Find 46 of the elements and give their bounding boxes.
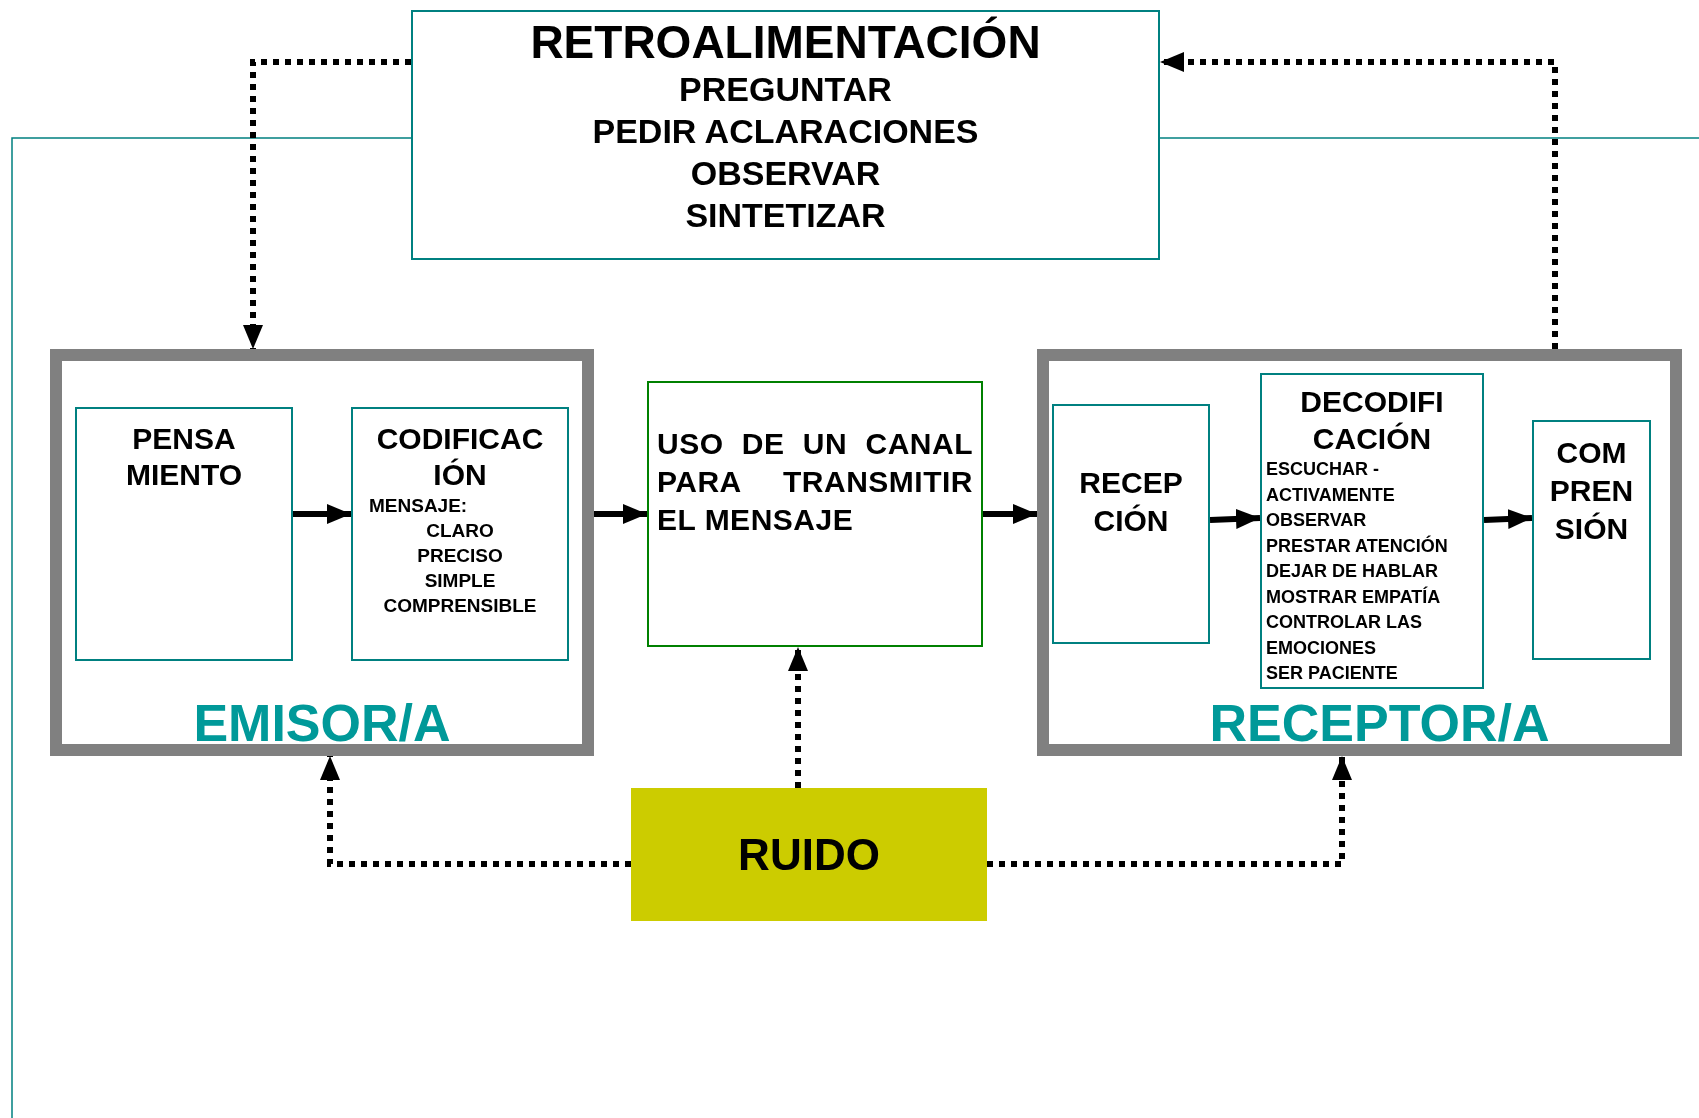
- process-box: [1532, 420, 1651, 660]
- list-item: SIMPLE: [424, 569, 496, 593]
- sender-frame: [50, 349, 594, 756]
- list-item: OBSERVAR: [690, 153, 881, 194]
- box-heading: DECODIFI CACIÓN: [1299, 384, 1445, 457]
- process-box: [1052, 404, 1210, 644]
- noise-box: [631, 788, 987, 921]
- list-item: CONTROLAR LAS EMOCIONES: [1265, 611, 1423, 660]
- dotted-arrow: [788, 647, 808, 788]
- arrow: [594, 504, 647, 524]
- list-item: CLARO: [426, 519, 494, 543]
- list-item: MOSTRAR EMPATÍA: [1265, 585, 1442, 609]
- list-item: ESCUCHAR - ACTIVAMENTE: [1265, 458, 1396, 507]
- box-heading: PENSA MIENTO: [124, 421, 244, 493]
- arrow: [293, 504, 351, 524]
- box-heading: RETROALIMENTACIÓN: [530, 16, 1041, 68]
- arrow: [1209, 508, 1261, 529]
- process-box: [75, 407, 293, 661]
- dotted-arrow: [243, 59, 411, 349]
- frame-title: EMISOR/A: [193, 694, 451, 752]
- dotted-arrow: [1160, 52, 1558, 349]
- list-item: PEDIR ACLARACIONES: [592, 111, 979, 152]
- frame-title: RECEPTOR/A: [1209, 694, 1550, 752]
- list-item: PRESTAR ATENCIÓN: [1265, 534, 1449, 558]
- box-heading: RECEP CIÓN: [1078, 465, 1184, 539]
- list-item: PREGUNTAR: [679, 69, 892, 110]
- box-heading: COM PREN SIÓN: [1548, 435, 1635, 547]
- box-heading: RUIDO: [738, 829, 880, 880]
- list-item: PRECISO: [417, 544, 503, 568]
- list-item: SINTETIZAR: [685, 195, 886, 236]
- channel-box: [647, 381, 983, 647]
- arrow: [1483, 509, 1533, 529]
- list-item: DEJAR DE HABLAR: [1265, 560, 1439, 583]
- dotted-arrow: [320, 756, 631, 867]
- list-heading: MENSAJE:: [368, 494, 468, 518]
- list-item: COMPRENSIBLE: [383, 594, 537, 618]
- arrow: [983, 504, 1037, 524]
- process-box: [1260, 373, 1484, 689]
- box-heading: CODIFICAC IÓN: [375, 421, 545, 493]
- list-item: SER PACIENTE: [1265, 662, 1399, 685]
- feedback-box: [411, 10, 1160, 260]
- list-item: OBSERVAR: [1265, 509, 1368, 532]
- box-text: USO DE UN CANAL PARA TRANSMITIR EL MENSAJE: [657, 426, 973, 538]
- receiver-frame: [1037, 349, 1682, 756]
- process-box: [351, 407, 569, 661]
- dotted-arrow: [987, 756, 1352, 867]
